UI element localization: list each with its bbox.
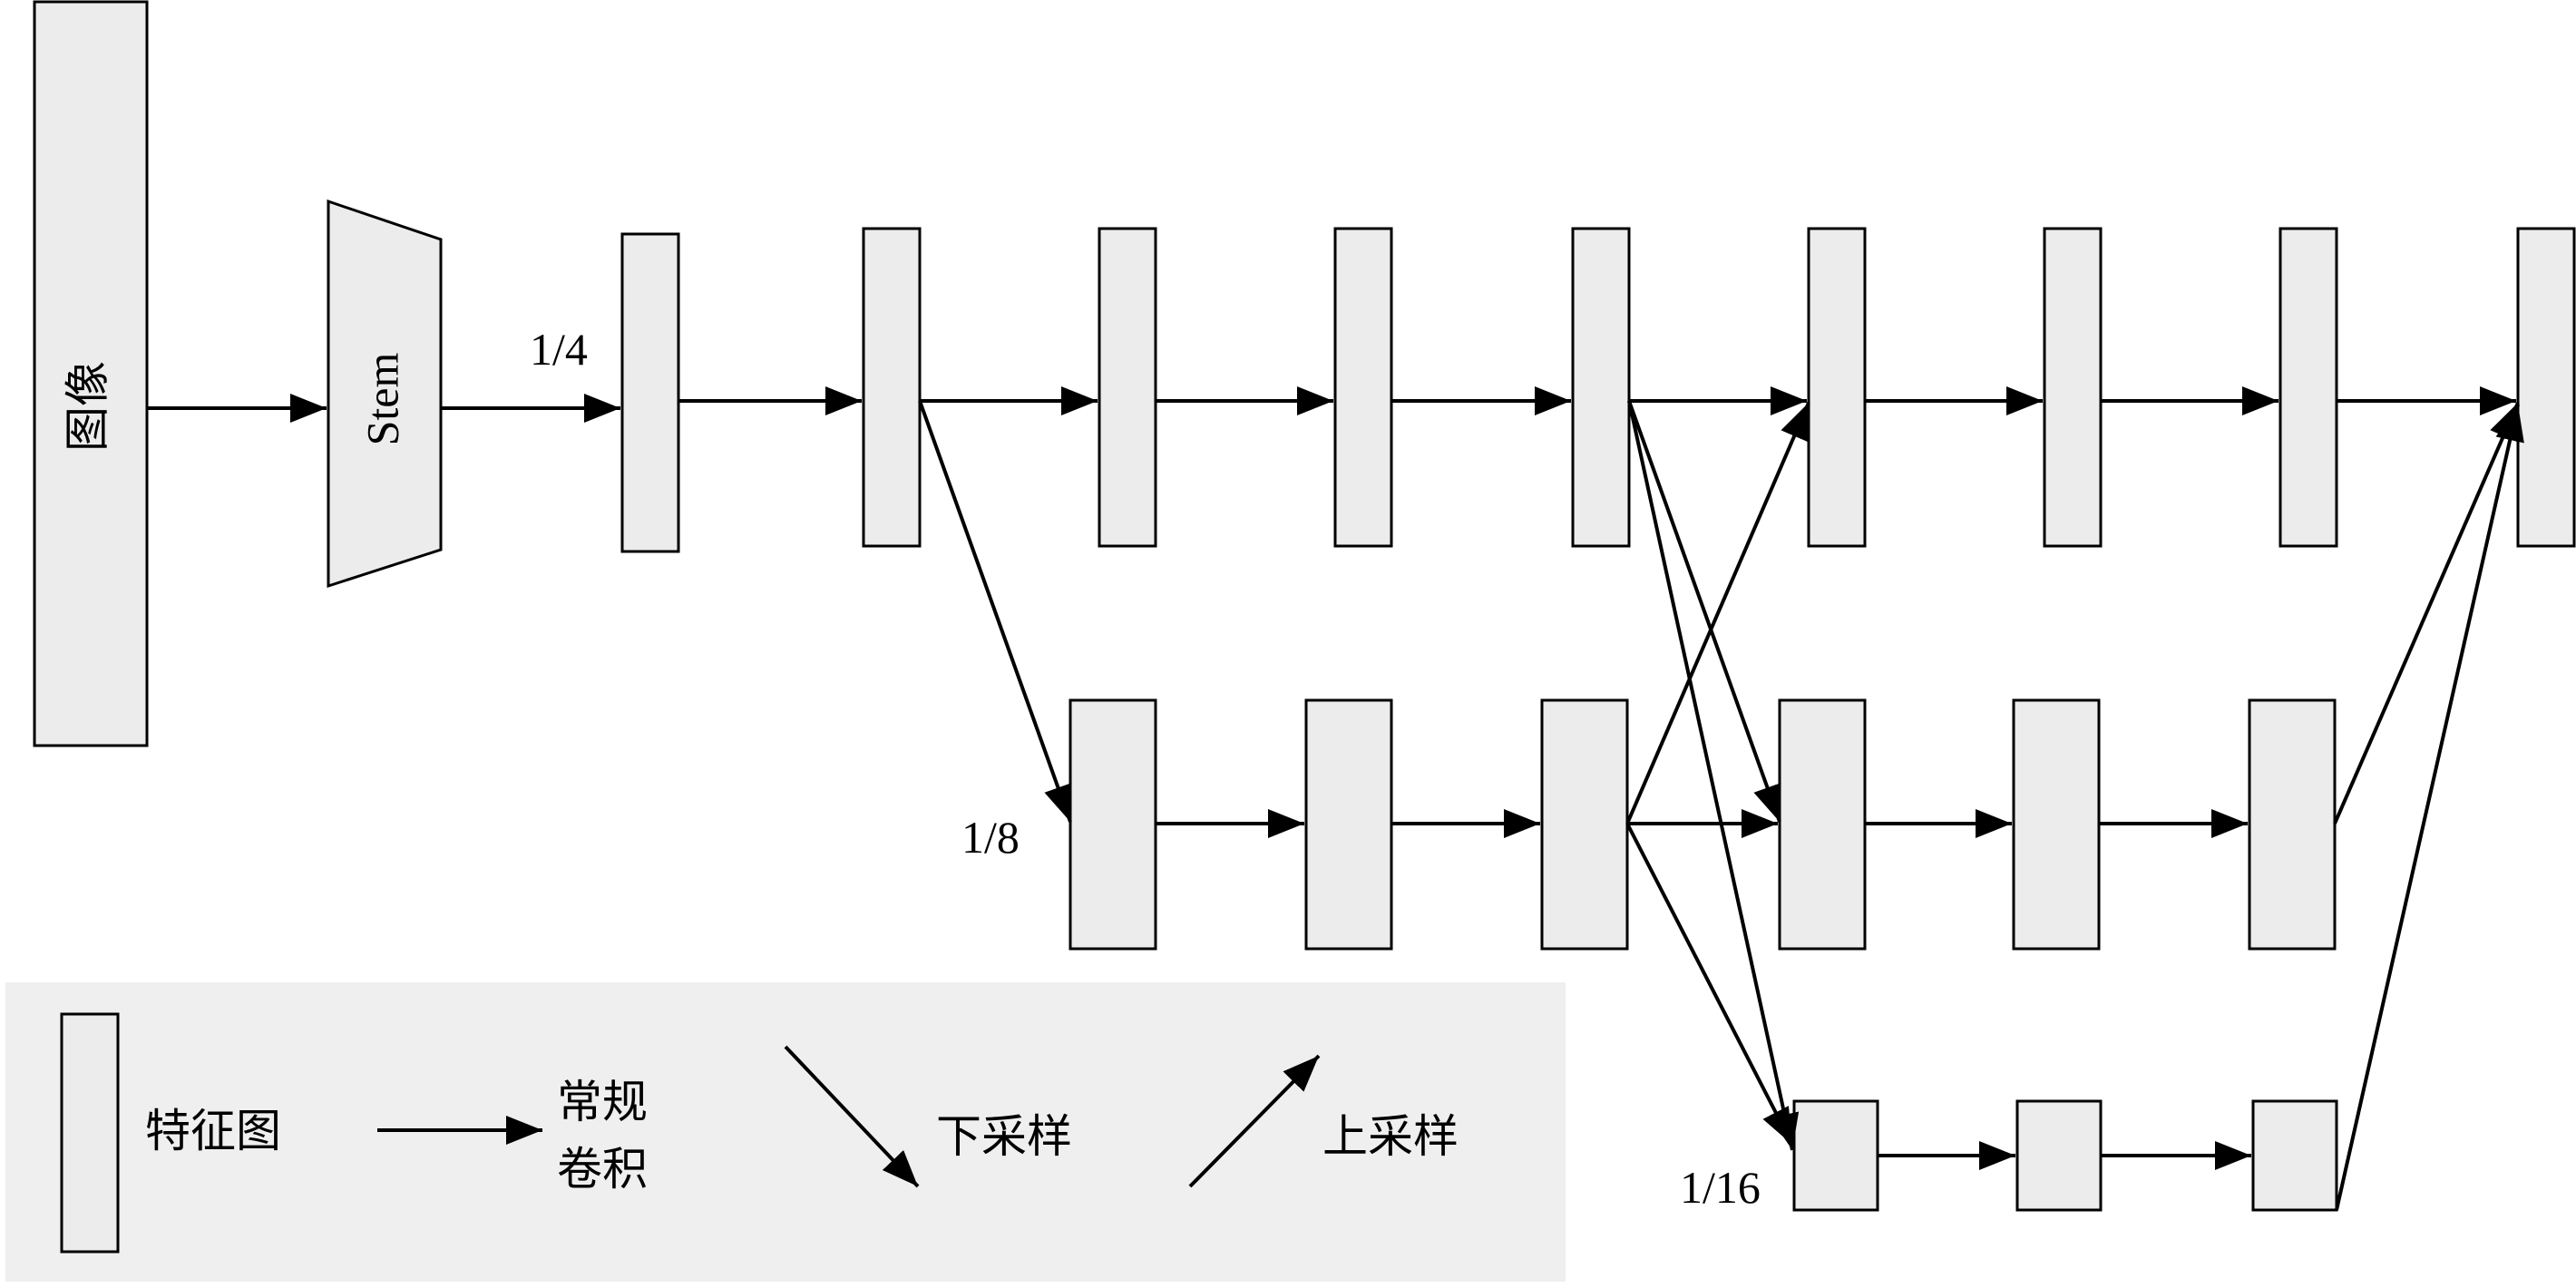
downsample-arrows (918, 400, 1800, 1151)
feature-map (2012, 698, 2101, 951)
input-image-label: 图像 (62, 361, 114, 452)
feature-map (2015, 1099, 2103, 1212)
feature-map (1571, 227, 1631, 548)
legend-panel (5, 982, 1566, 1282)
legend-feature-map-label: 特征图 (145, 1105, 281, 1157)
legend-upsample-arrow (1188, 1054, 1321, 1188)
upsample-arrows (1625, 402, 2524, 1211)
legend-conv-label-line2: 卷积 (557, 1143, 648, 1195)
feature-map (1807, 227, 1867, 548)
feature-map (862, 227, 922, 548)
feature-map (2516, 227, 2576, 548)
feature-map (1098, 227, 1157, 548)
legend-feature-map-swatch (60, 1012, 120, 1254)
feature-map (1304, 698, 1393, 951)
feature-map (2251, 1099, 2338, 1212)
scale-label-quarter: 1/4 (530, 324, 588, 375)
feature-map (2278, 227, 2338, 548)
feature-map (1778, 698, 1867, 951)
feature-map (2248, 698, 2337, 951)
legend-downsample-label: 下采样 (936, 1110, 1072, 1163)
feature-map (1068, 698, 1157, 951)
feature-map (1333, 227, 1393, 548)
feature-map (620, 232, 680, 553)
input-image-block (33, 0, 149, 747)
feature-map (2043, 227, 2103, 548)
stem-block (327, 199, 443, 589)
row1-conv-arrows (147, 386, 2516, 423)
scale-label-eighth: 1/8 (961, 812, 1020, 863)
legend-upsample-label: 上采样 (1322, 1110, 1459, 1163)
feature-map (1792, 1099, 1879, 1212)
stem-label: Stem (356, 353, 407, 446)
feature-map (1540, 698, 1629, 951)
scale-label-sixteenth: 1/16 (1680, 1162, 1761, 1213)
legend-downsample-arrow (784, 1045, 920, 1188)
legend-conv-label-line1: 常规 (557, 1076, 648, 1128)
